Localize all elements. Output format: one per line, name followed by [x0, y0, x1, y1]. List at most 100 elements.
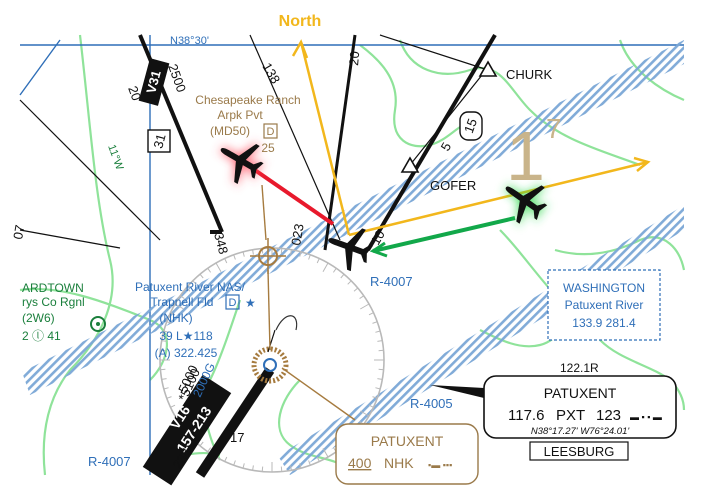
- compass-tick: [166, 396, 172, 399]
- compass-tick: [299, 251, 302, 257]
- svg-text:133.9 281.4: 133.9 281.4: [572, 316, 636, 330]
- washington-fss-label: WASHINGTON Patuxent River 133.9 281.4: [563, 281, 645, 330]
- brown-pointer-lines: [261, 184, 356, 421]
- compass-tick: [192, 280, 197, 285]
- route-gofer-churk: [409, 69, 487, 166]
- svg-text:(NHK): (NHK): [159, 311, 192, 325]
- svg-text:20: 20: [346, 51, 362, 67]
- compass-tick: [170, 404, 176, 408]
- vor-freq: 117.6: [508, 407, 544, 424]
- ndb-morse: ▪▬ ▪▪▪: [428, 460, 452, 470]
- compass-tick: [308, 254, 311, 260]
- route-left-1: [19, 99, 161, 241]
- compass-tick: [316, 258, 320, 264]
- compass-tick: [163, 387, 169, 390]
- compass-tick: [224, 456, 228, 462]
- patuxent-nas-d: D: [229, 297, 237, 309]
- freq-122-label: 122.1R: [560, 361, 599, 375]
- svg-text:rys Co Rgnl: rys Co Rgnl: [22, 295, 85, 309]
- svg-text:WASHINGTON: WASHINGTON: [563, 281, 645, 295]
- svg-text:Trapnell Fld: Trapnell Fld: [151, 295, 214, 309]
- airways: [19, 33, 497, 478]
- vor-coords: N38°17.27' W76°24.01': [531, 426, 631, 437]
- compass-tick: [290, 249, 292, 255]
- vor-id: PXT: [556, 407, 585, 424]
- compass-tick: [161, 378, 167, 380]
- airway-gofer: [366, 33, 497, 252]
- compass-tick: [340, 273, 345, 279]
- chesapeake-d: D: [267, 126, 275, 138]
- vor-info-box: [483, 375, 677, 439]
- compass-tick: [185, 287, 191, 292]
- red-bearing-line: [250, 166, 335, 226]
- compass-tick: [199, 273, 204, 279]
- route-15-label: 15: [461, 116, 480, 135]
- compass-tick: [261, 466, 264, 472]
- leesburg-label: LEESBURG: [544, 444, 615, 459]
- compass-tick: [322, 448, 329, 458]
- compass-tick: [252, 465, 254, 471]
- fix-gofer: GOFER: [430, 178, 476, 193]
- compass-tick: [280, 466, 283, 472]
- washington-fss-box: [547, 269, 661, 341]
- route-left-2: [19, 229, 121, 249]
- compass-tick: [252, 249, 254, 255]
- fix-churk: CHURK: [506, 67, 553, 82]
- route-15-box: [459, 111, 483, 141]
- route-31-box: [147, 129, 171, 153]
- compass-tick: [378, 368, 384, 371]
- green-bearing-line: [372, 216, 516, 253]
- compass-tick: [368, 404, 374, 408]
- svg-text:Arpk Pvt: Arpk Pvt: [217, 108, 263, 122]
- compass-tick: [360, 410, 370, 417]
- compass-tick: [359, 295, 364, 300]
- ndb-info-box: [335, 423, 479, 485]
- compass-tick: [215, 262, 222, 272]
- chesapeake-airport-label: Chesapeake Ranch Arpk Pvt (MD50) 25: [195, 93, 300, 155]
- svg-text:10: 10: [368, 227, 388, 247]
- route-138: [249, 34, 341, 241]
- compass-tick: [316, 456, 320, 462]
- route-v16: [195, 367, 275, 478]
- vor-pointer: [430, 385, 484, 398]
- compass-tick: [242, 463, 245, 469]
- svg-text:07: 07: [10, 224, 27, 241]
- compass-tick: [332, 268, 337, 273]
- compass-tick: [242, 251, 245, 257]
- svg-text:(A) 322.425: (A) 322.425: [155, 346, 218, 360]
- sector-number: 1: [506, 117, 545, 195]
- ndb-freq: 400: [348, 455, 372, 471]
- v31-badge: [138, 58, 170, 106]
- svg-text:2 ⓛ 41: 2 ⓛ 41: [22, 329, 61, 343]
- north-arrow: [291, 39, 651, 237]
- compass-tick: [360, 303, 370, 310]
- svg-text:17: 17: [230, 430, 244, 445]
- compass-tick: [377, 378, 383, 380]
- north-label: North: [279, 13, 322, 30]
- compass-tick: [166, 321, 172, 324]
- lat-label: N38°30': [170, 35, 209, 47]
- compass-rose: [159, 247, 385, 473]
- fix-triangles: [400, 60, 498, 173]
- route-churk: [379, 34, 489, 71]
- svg-text:(MD50): (MD50): [210, 124, 250, 138]
- compass-tick: [372, 396, 378, 399]
- svg-text:25: 25: [261, 141, 275, 155]
- compass-tick: [353, 287, 359, 292]
- compass-tick: [233, 460, 236, 466]
- compass-tick: [280, 248, 283, 254]
- svg-text:(2W6): (2W6): [22, 311, 55, 325]
- compass-tick: [347, 280, 352, 285]
- compass-tick: [160, 349, 166, 352]
- airway-023: [323, 34, 357, 251]
- svg-text:ARDTOWN: ARDTOWN: [22, 281, 84, 295]
- compass-tick: [322, 262, 329, 272]
- vor-channel: 123: [596, 407, 621, 424]
- compass-tick: [224, 258, 228, 264]
- r4005-label: R-4005: [410, 396, 453, 411]
- svg-text:39 L★118: 39 L★118: [159, 329, 213, 343]
- leesburg-box: [529, 441, 629, 461]
- compass-tick: [375, 330, 381, 333]
- chesapeake-d-box: [263, 123, 278, 139]
